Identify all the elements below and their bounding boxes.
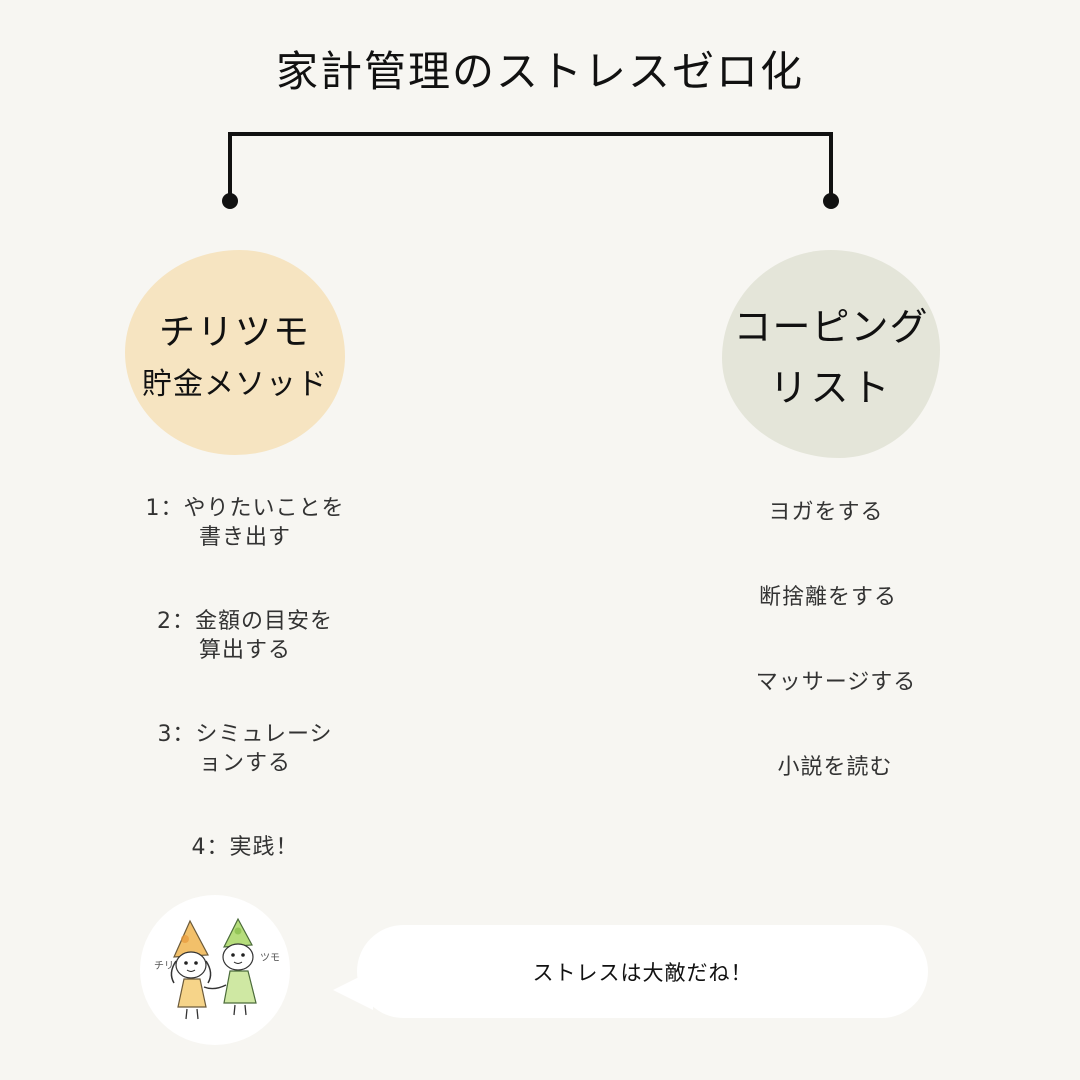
coping-item: 断捨離をする bbox=[758, 585, 897, 610]
step-2: 2：金額の目安を 算出する bbox=[100, 607, 390, 665]
page-title: 家計管理のストレスゼロ化 bbox=[275, 47, 804, 96]
left-heading-line1: チリツモ bbox=[158, 311, 311, 353]
step-3-line2: ョンする bbox=[198, 751, 291, 776]
right-character-name: ツモ bbox=[260, 953, 280, 964]
speech-bubble: ストレスは大敵だね！ bbox=[357, 925, 928, 1018]
step-3: 3：シミュレーシ ョンする bbox=[100, 720, 390, 778]
left-heading-line2: 貯金メソッド bbox=[142, 366, 328, 402]
step-1: 1：やりたいことを 書き出す bbox=[100, 494, 390, 552]
branch-connector bbox=[222, 132, 839, 209]
right-heading-line1: コーピング bbox=[733, 305, 929, 349]
step-4: 4：実践！ bbox=[100, 833, 390, 862]
characters-avatar: チリ ツモ bbox=[140, 895, 290, 1045]
step-3-line1: 3：シミュレーシ bbox=[157, 722, 333, 747]
coping-item: ヨガをする bbox=[768, 500, 884, 525]
coping-item: 小説を読む bbox=[777, 755, 893, 780]
coping-item: マッサージする bbox=[755, 670, 917, 695]
step-1-line2: 書き出す bbox=[198, 525, 291, 550]
coping-heading-blob: コーピング リスト bbox=[722, 250, 940, 458]
chiri-tsumo-illustration: チリ ツモ bbox=[154, 917, 280, 1020]
step-4-line1: 4：実践！ bbox=[191, 835, 299, 860]
connector-dot-right bbox=[823, 193, 839, 209]
connector-dot-left bbox=[222, 193, 238, 209]
step-1-line1: 1：やりたいことを bbox=[145, 496, 345, 521]
left-character-name: チリ bbox=[154, 960, 174, 972]
step-2-line1: 2：金額の目安を bbox=[157, 609, 333, 634]
step-2-line2: 算出する bbox=[198, 638, 291, 663]
right-heading-line2: リスト bbox=[769, 366, 893, 410]
speech-text: ストレスは大敵だね！ bbox=[532, 960, 753, 985]
chiritsumo-heading-blob: チリツモ 貯金メソッド bbox=[125, 250, 345, 455]
